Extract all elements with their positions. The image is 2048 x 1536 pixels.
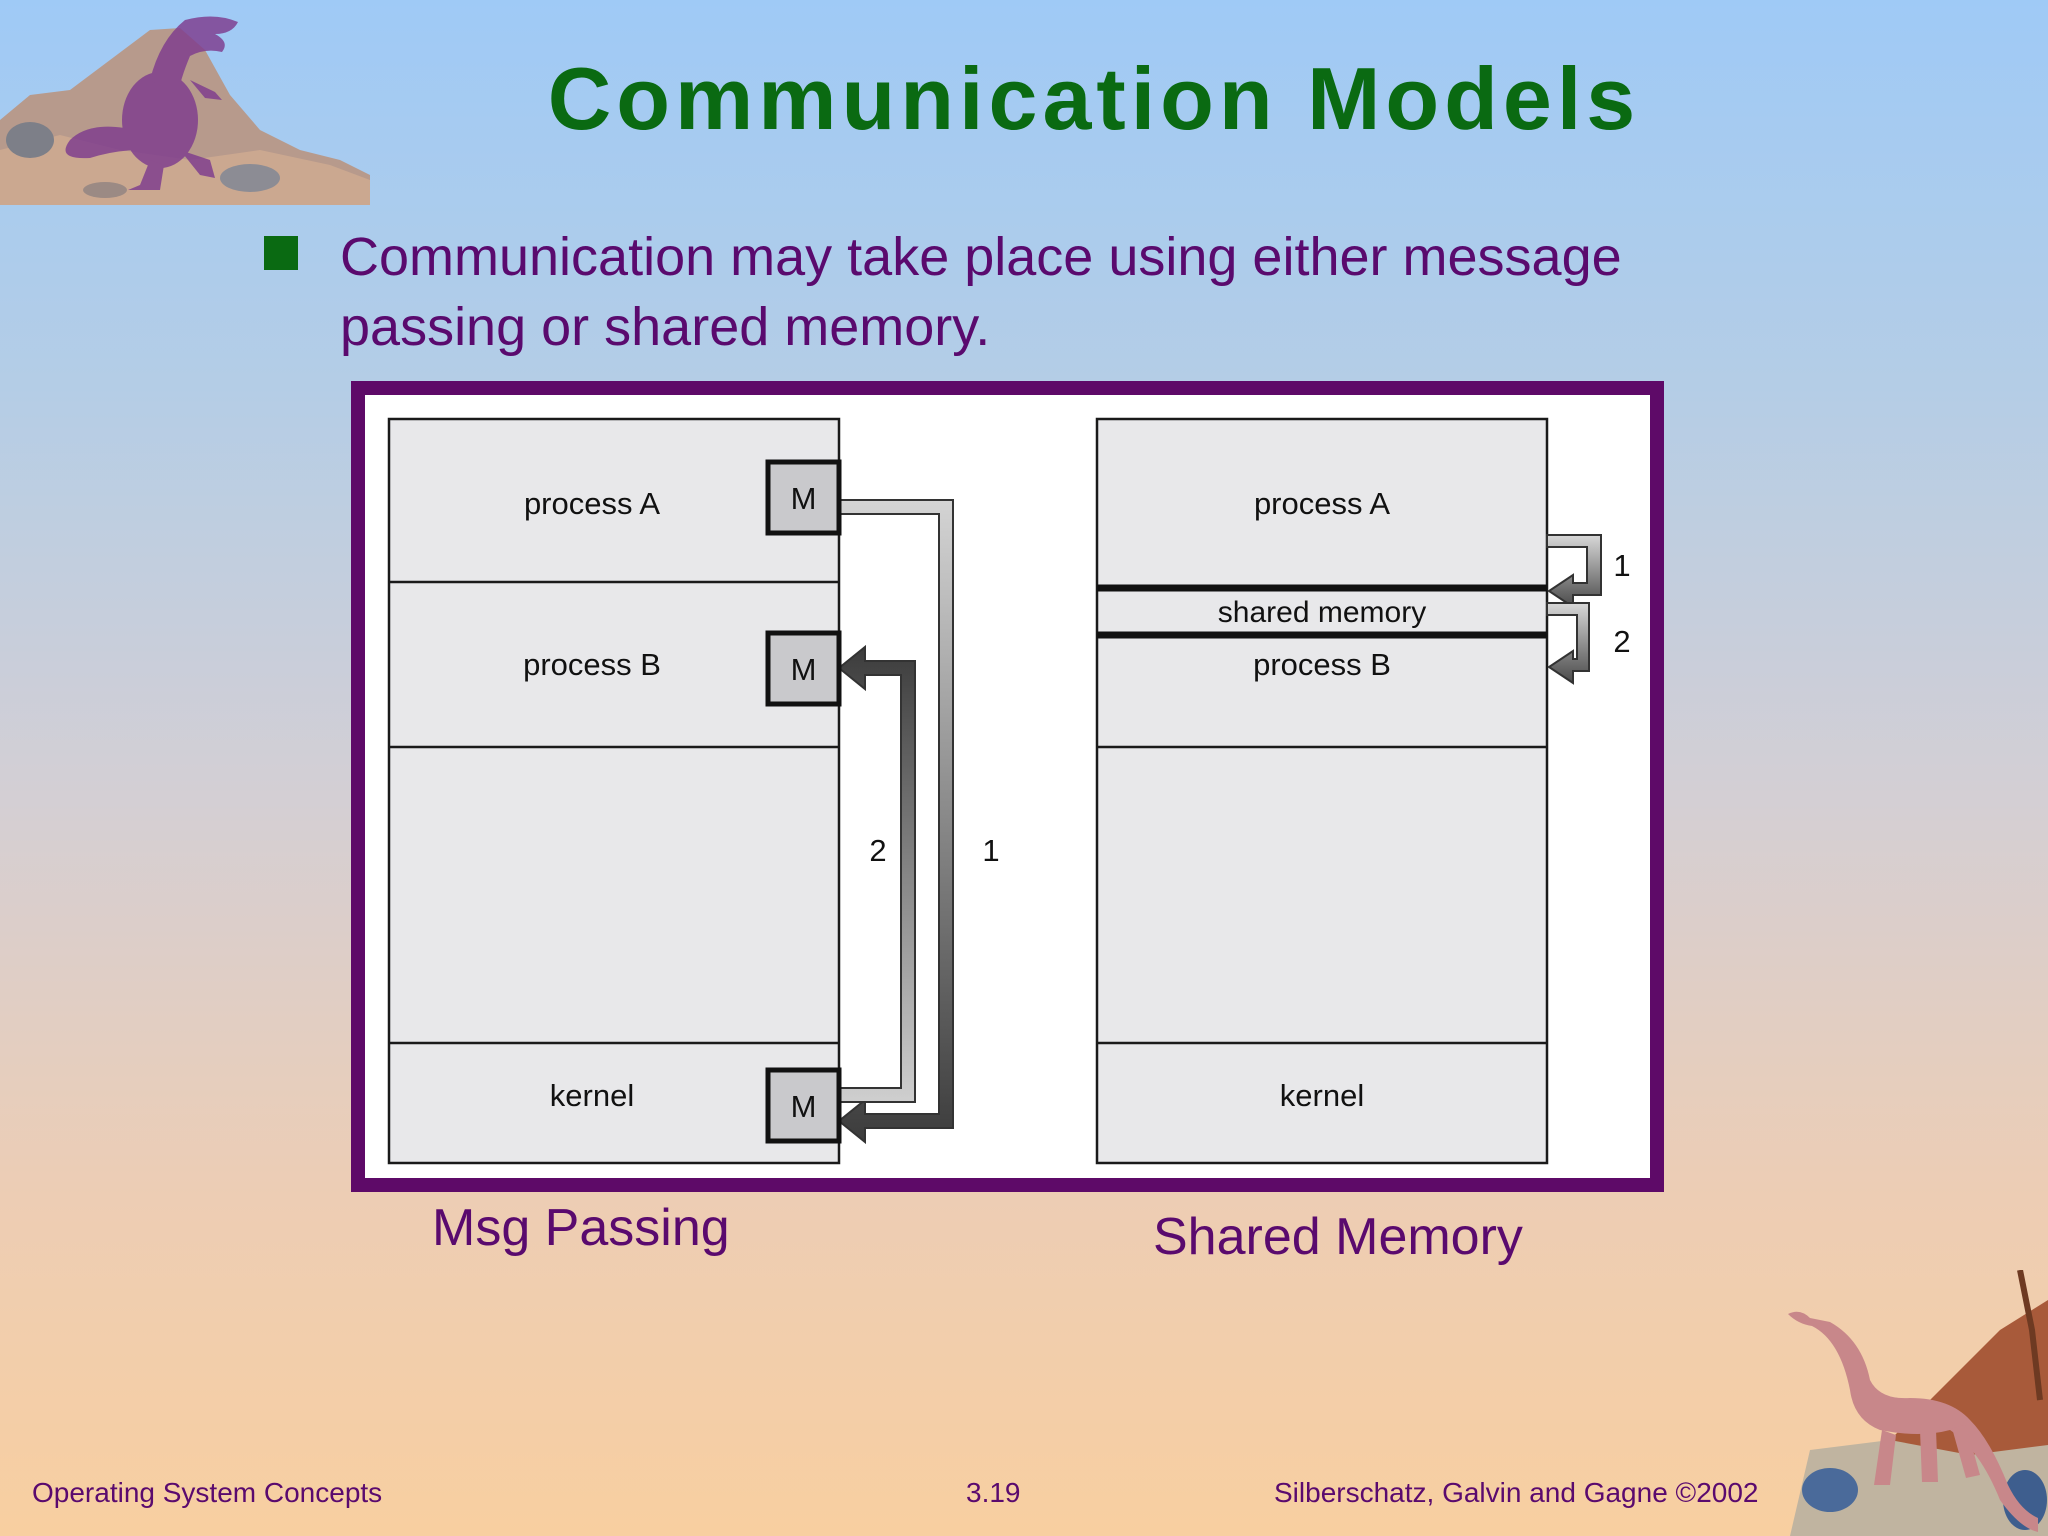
slide-title: Communication Models [547, 49, 1641, 148]
trex-illustration [0, 16, 370, 205]
msg-passing-diagram: process A process B kernel M M M 2 1 [387, 417, 1000, 1165]
msg-process-a-label: process A [524, 486, 660, 521]
mailbox-label-a: M [791, 481, 817, 516]
footer-copyright: Silberschatz, Galvin and Gagne ©2002 [1274, 1477, 1759, 1508]
diagram-frame: process A process B kernel M M M 2 1 pro… [351, 381, 1664, 1192]
shm-process-b-label: process B [1253, 647, 1391, 682]
footer-course: Operating System Concepts [32, 1477, 383, 1508]
mailbox-process-b [765, 630, 842, 707]
msg-arrow-1 [837, 499, 954, 1145]
msg-kernel-label: kernel [550, 1078, 634, 1113]
mailbox-label-kernel: M [791, 1089, 817, 1124]
shm-kernel-label: kernel [1280, 1078, 1364, 1113]
brontosaurus-illustration [1788, 1270, 2048, 1536]
mailbox-process-a [765, 459, 842, 536]
msg-process-b-label: process B [523, 647, 661, 682]
shared-memory-caption: Shared Memory [1153, 1208, 1523, 1266]
msg-arrow-2-label: 2 [869, 833, 886, 868]
msg-arrow-2 [837, 644, 916, 1103]
mailbox-kernel [765, 1067, 842, 1144]
shm-arrow-1-label: 1 [1613, 548, 1630, 583]
shm-shared-region-label: shared memory [1218, 596, 1426, 629]
msg-arrow-1-label: 1 [982, 833, 999, 868]
bullet-square-icon [264, 236, 298, 270]
shm-arrow-2 [1546, 602, 1590, 685]
mailbox-label-b: M [791, 652, 817, 687]
footer-slide-number: 3.19 [966, 1477, 1021, 1508]
shm-arrow-2-label: 2 [1613, 624, 1630, 659]
msg-passing-caption: Msg Passing [432, 1199, 730, 1257]
shm-arrow-1 [1546, 534, 1602, 609]
shared-memory-diagram: process A shared memory process B kernel… [1095, 417, 1631, 1165]
shm-process-a-label: process A [1254, 486, 1390, 521]
bullet-text: Communication may take place using eithe… [340, 227, 1622, 357]
communication-diagram: process A process B kernel M M M 2 1 pro… [387, 417, 1631, 1165]
